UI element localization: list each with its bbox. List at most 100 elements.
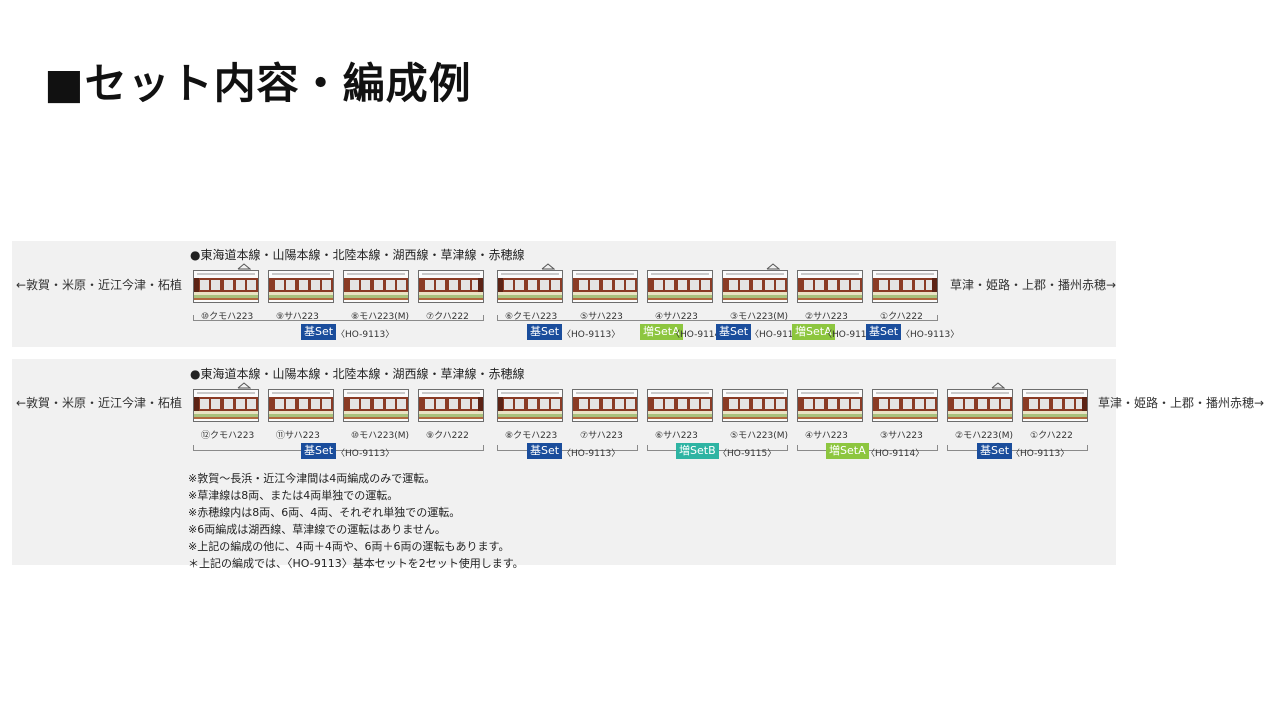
- car-label: ③モハ223(M): [730, 312, 789, 322]
- car-window: [540, 399, 549, 409]
- car-label: ③サハ223: [880, 431, 923, 441]
- car-window: [397, 280, 406, 290]
- car-roof: [272, 392, 330, 394]
- train-car: [193, 389, 259, 422]
- car-window: [654, 399, 663, 409]
- car-window: [690, 280, 699, 290]
- cab-end: [932, 278, 937, 292]
- set-bracket: [497, 445, 638, 451]
- train-car: [572, 270, 638, 303]
- car-window: [200, 280, 209, 290]
- car-stripe: [1023, 414, 1087, 417]
- car-stripe: [498, 295, 562, 298]
- car-label: ⑦サハ223: [580, 431, 623, 441]
- car-window: [765, 399, 774, 409]
- car-window: [224, 280, 233, 290]
- car-window: [515, 280, 524, 290]
- pantograph-icon: [237, 263, 251, 270]
- set-badge: 基Set: [527, 324, 563, 340]
- train-car: [722, 389, 788, 422]
- train-car: [647, 389, 713, 422]
- car-window: [879, 280, 888, 290]
- car-stripe: [194, 295, 258, 298]
- car-stripe: [648, 292, 712, 295]
- car-window: [603, 399, 612, 409]
- car-label: ⑧モハ223(M): [351, 312, 410, 322]
- car-window: [890, 399, 899, 409]
- car-window: [753, 399, 762, 409]
- car-stripe: [344, 411, 408, 414]
- car-window: [275, 399, 284, 409]
- car-roof: [422, 273, 480, 275]
- formation-1-lines: ●東海道本線・山陽本線・北陸本線・湖西線・草津線・赤穂線: [190, 248, 525, 262]
- car-label: ⑪サハ223: [276, 431, 320, 441]
- set-badge: 増SetA: [826, 443, 869, 459]
- train-car: [268, 389, 334, 422]
- car-roof: [801, 392, 859, 394]
- car-label: ⑤サハ223: [580, 312, 623, 322]
- car-stripe: [948, 417, 1012, 419]
- car-label: ⑦クハ222: [426, 312, 469, 322]
- car-window: [915, 280, 924, 290]
- car-window: [626, 280, 635, 290]
- car-label: ⑥サハ223: [655, 431, 698, 441]
- car-stripe: [573, 298, 637, 300]
- cab-end: [478, 397, 483, 411]
- car-stripe: [723, 292, 787, 295]
- train-car: [797, 389, 863, 422]
- car-window: [729, 399, 738, 409]
- set-code: 〈HO-9114〉: [823, 330, 882, 340]
- car-stripe: [344, 417, 408, 419]
- car-window: [615, 280, 624, 290]
- car-window: [461, 399, 470, 409]
- car-stripe: [723, 411, 787, 414]
- set-badge: 基Set: [301, 324, 337, 340]
- train-car: [797, 270, 863, 303]
- car-label: ⑨クハ222: [426, 431, 469, 441]
- set-badge: 基Set: [301, 443, 337, 459]
- set-bracket: [497, 315, 938, 321]
- car-stripe: [419, 292, 483, 295]
- car-window: [275, 280, 284, 290]
- car-window: [322, 280, 331, 290]
- car-window: [879, 399, 888, 409]
- car-stripe: [419, 295, 483, 298]
- car-window: [1040, 399, 1049, 409]
- set-code: 〈HO-9113〉: [562, 449, 621, 459]
- car-window: [765, 280, 774, 290]
- formation-2-route-right: 草津・姫路・上郡・播州赤穂→: [1098, 396, 1265, 410]
- note-5: ※上記の編成の他に、4両＋4両や、6両＋6両の運転もあります。: [188, 540, 510, 553]
- car-window: [701, 280, 710, 290]
- car-window: [1065, 399, 1074, 409]
- car-label: ⑩モハ223(M): [351, 431, 410, 441]
- car-window: [436, 399, 445, 409]
- car-window: [322, 399, 331, 409]
- car-window: [224, 399, 233, 409]
- car-window: [603, 280, 612, 290]
- car-stripe: [419, 417, 483, 419]
- car-roof: [272, 273, 330, 275]
- car-roof: [651, 273, 709, 275]
- page-title: ■セット内容・編成例: [44, 59, 472, 108]
- car-label: ⑩クモハ223: [201, 312, 254, 322]
- car-window: [776, 280, 785, 290]
- car-stripe: [798, 295, 862, 298]
- set-code: 〈HO-9113〉: [336, 449, 395, 459]
- car-window: [690, 399, 699, 409]
- car-window: [540, 280, 549, 290]
- car-label: ④サハ223: [805, 431, 848, 441]
- car-window: [776, 399, 785, 409]
- car-window: [678, 399, 687, 409]
- car-label: ②モハ223(M): [955, 431, 1014, 441]
- train-car: [343, 270, 409, 303]
- car-stripe: [1023, 411, 1087, 414]
- car-window: [665, 280, 674, 290]
- train-car: [572, 389, 638, 422]
- set-code: 〈HO-9113〉: [562, 330, 621, 340]
- car-window: [828, 280, 837, 290]
- train-car: [268, 270, 334, 303]
- car-window: [374, 399, 383, 409]
- car-window: [915, 399, 924, 409]
- set-badge: 基Set: [866, 324, 902, 340]
- car-window: [851, 280, 860, 290]
